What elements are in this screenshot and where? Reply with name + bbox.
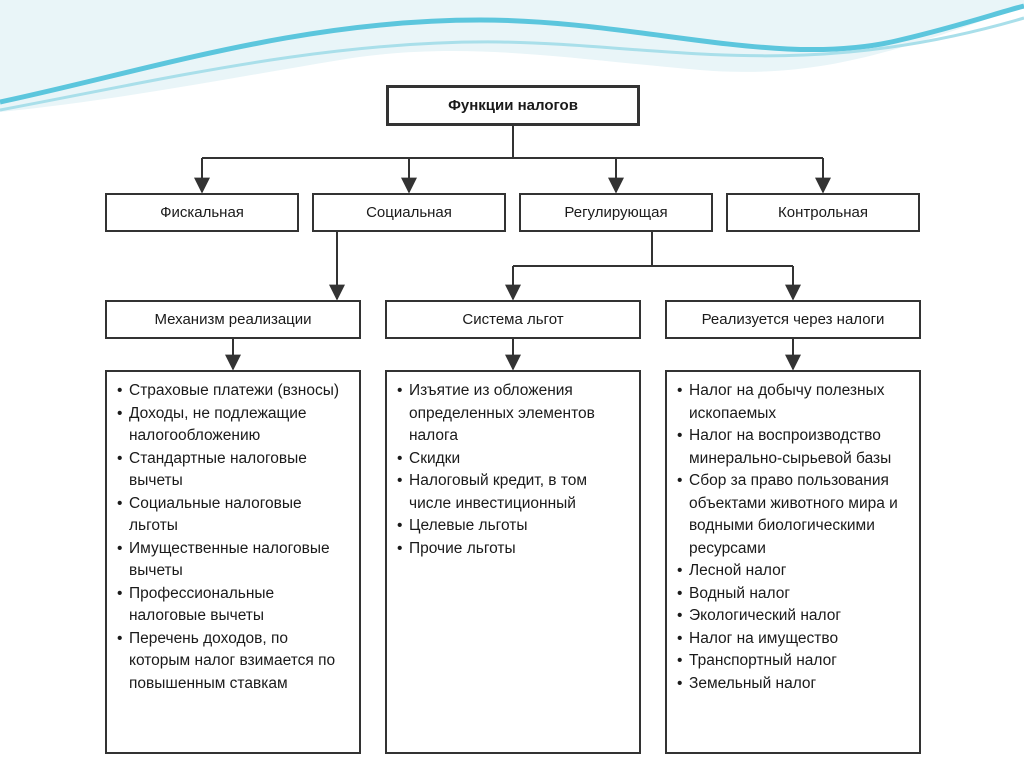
list-item: Доходы, не подлежащие налогообложению — [117, 403, 353, 448]
list-item: Прочие льготы — [397, 538, 633, 561]
list-item: Экологический налог — [677, 605, 913, 628]
list-taxes: Налог на добычу полезных ископаемых Нало… — [665, 370, 921, 754]
list-item: Профессиональные налоговые вычеты — [117, 583, 353, 628]
list-item: Скидки — [397, 448, 633, 471]
list-item: Земельный налог — [677, 673, 913, 696]
list-item: Транспортный налог — [677, 650, 913, 673]
function-control: Контрольная — [726, 193, 920, 232]
list-item: Налоговый кредит, в том числе инвестицио… — [397, 470, 633, 515]
function-social: Социальная — [312, 193, 506, 232]
list-item: Страховые платежи (взносы) — [117, 380, 353, 403]
list-item: Налог на воспроизводство минерально-сырь… — [677, 425, 913, 470]
list-item: Имущественные налоговые вычеты — [117, 538, 353, 583]
list-item: Сбор за право пользования объектами живо… — [677, 470, 913, 560]
mechanism-benefits-system: Система льгот — [385, 300, 641, 339]
list-item: Перечень доходов, по которым налог взима… — [117, 628, 353, 696]
list-item: Целевые льготы — [397, 515, 633, 538]
mechanism-realization: Механизм реализации — [105, 300, 361, 339]
list-item: Водный налог — [677, 583, 913, 606]
function-fiscal: Фискальная — [105, 193, 299, 232]
list-realization: Страховые платежи (взносы) Доходы, не по… — [105, 370, 361, 754]
list-benefits: Изъятие из обложения определенных элемен… — [385, 370, 641, 754]
root-node-functions: Функции налогов — [386, 85, 640, 126]
list-item: Социальные налоговые льготы — [117, 493, 353, 538]
list-item: Налог на имущество — [677, 628, 913, 651]
list-item: Лесной налог — [677, 560, 913, 583]
list-item: Налог на добычу полезных ископаемых — [677, 380, 913, 425]
function-regulating: Регулирующая — [519, 193, 713, 232]
mechanism-via-taxes: Реализуется через налоги — [665, 300, 921, 339]
list-item: Стандартные налоговые вычеты — [117, 448, 353, 493]
list-item: Изъятие из обложения определенных элемен… — [397, 380, 633, 448]
